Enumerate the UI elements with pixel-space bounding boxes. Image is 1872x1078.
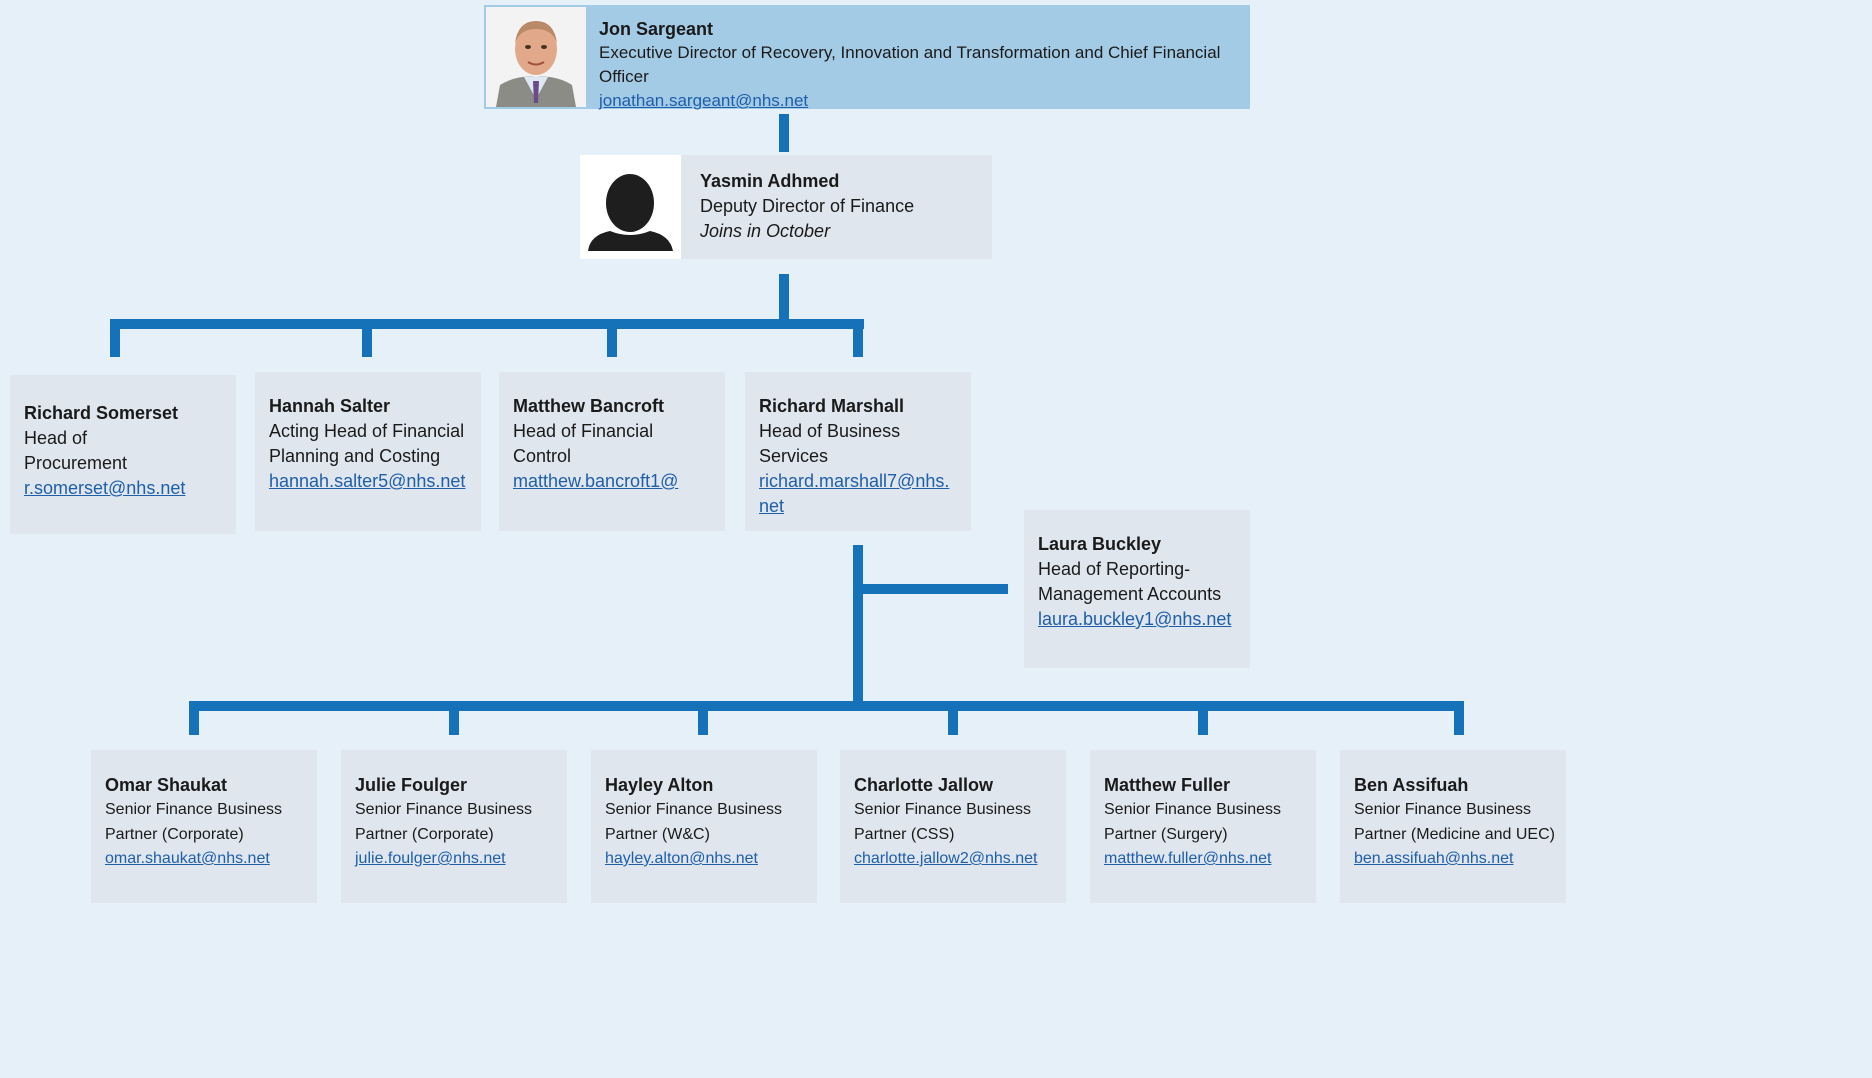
head-name: Richard Somerset (24, 403, 179, 423)
partner-name: Ben Assifuah (1354, 775, 1469, 795)
partner-card-shaukat: Omar Shaukat Senior Finance Business Par… (91, 750, 317, 903)
head-card-salter: Hannah Salter Acting Head of Financial P… (255, 372, 481, 531)
partner-email-link[interactable]: ben.assifuah@nhs.net (1354, 850, 1514, 867)
deputy-note: Joins in October (700, 221, 831, 241)
connector-head-1 (110, 319, 120, 357)
reporting-role: Head of Reporting- Management Accounts (1038, 559, 1222, 604)
partner-name: Julie Foulger (355, 775, 468, 795)
partner-role: Senior Finance Business Partner (CSS) (854, 801, 1031, 843)
head-email-link[interactable]: hannah.salter5@nhs.net (269, 471, 466, 491)
connector-heads-bar (110, 319, 864, 329)
connector-exec-deputy (779, 114, 789, 152)
head-email-link[interactable]: r.somerset@nhs.net (24, 478, 186, 498)
connector-partner-3 (698, 701, 708, 735)
partner-email-link[interactable]: charlotte.jallow2@nhs.net (854, 850, 1038, 867)
head-role: Head of Procurement (24, 428, 128, 473)
partner-role: Senior Finance Business Partner (Corpora… (105, 801, 282, 843)
partner-card-assifuah: Ben Assifuah Senior Finance Business Par… (1340, 750, 1566, 903)
partner-card-alton: Hayley Alton Senior Finance Business Par… (591, 750, 817, 903)
connector-partners-bar (189, 701, 1464, 711)
deputy-name: Yasmin Adhmed (700, 171, 840, 191)
connector-partner-1 (189, 701, 199, 735)
head-card-marshall: Richard Marshall Head of Business Servic… (745, 372, 971, 531)
partner-role: Senior Finance Business Partner (Medicin… (1354, 801, 1555, 843)
head-role: Acting Head of Financial Planning and Co… (269, 421, 465, 466)
head-card-somerset: Richard Somerset Head of Procurement r.s… (10, 375, 236, 534)
connector-partner-2 (449, 701, 459, 735)
partner-name: Matthew Fuller (1104, 775, 1231, 795)
executive-photo (486, 7, 586, 107)
partner-email-link[interactable]: matthew.fuller@nhs.net (1104, 850, 1272, 867)
head-role: Head of Financial Control (513, 421, 654, 466)
partner-email-link[interactable]: julie.foulger@nhs.net (355, 850, 506, 867)
executive-card: Jon Sargeant Executive Director of Recov… (484, 5, 1250, 110)
reporting-email-link[interactable]: laura.buckley1@nhs.net (1038, 609, 1232, 629)
person-silhouette-icon (580, 155, 681, 259)
connector-partner-6 (1454, 701, 1464, 735)
partner-name: Omar Shaukat (105, 775, 228, 795)
partner-card-jallow: Charlotte Jallow Senior Finance Business… (840, 750, 1066, 903)
executive-name: Jon Sargeant (599, 19, 714, 39)
partner-role: Senior Finance Business Partner (W&C) (605, 801, 782, 843)
partner-email-link[interactable]: hayley.alton@nhs.net (605, 850, 758, 867)
partner-name: Charlotte Jallow (854, 775, 994, 795)
connector-head-3 (607, 319, 617, 357)
connector-marshall-down (853, 545, 863, 708)
connector-deputy-down (779, 274, 789, 324)
executive-role: Executive Director of Recovery, Innovati… (599, 43, 1221, 86)
head-email-link[interactable]: matthew.bancroft1@ (513, 471, 679, 491)
connector-partner-5 (1198, 701, 1208, 735)
connector-head-4 (853, 319, 863, 357)
head-role: Head of Business Services (759, 421, 901, 466)
connector-head-2 (362, 319, 372, 357)
partner-name: Hayley Alton (605, 775, 714, 795)
head-email-link[interactable]: richard.marshall7@nhs.net (759, 471, 950, 516)
partner-email-link[interactable]: omar.shaukat@nhs.net (105, 850, 270, 867)
connector-reporting (853, 584, 1008, 594)
deputy-card: Yasmin Adhmed Deputy Director of Finance… (580, 155, 992, 259)
reporting-card: Laura Buckley Head of Reporting- Managem… (1024, 510, 1250, 668)
head-name: Hannah Salter (269, 396, 391, 416)
partner-card-foulger: Julie Foulger Senior Finance Business Pa… (341, 750, 567, 903)
org-chart: Jon Sargeant Executive Director of Recov… (10, 5, 1566, 903)
executive-email-link[interactable]: jonathan.sargeant@nhs.net (599, 91, 809, 110)
partner-role: Senior Finance Business Partner (Corpora… (355, 801, 532, 843)
partner-role: Senior Finance Business Partner (Surgery… (1104, 801, 1281, 843)
head-name: Matthew Bancroft (513, 396, 665, 416)
reporting-name: Laura Buckley (1038, 534, 1162, 554)
head-name: Richard Marshall (759, 396, 905, 416)
connector-partner-4 (948, 701, 958, 735)
partner-card-fuller: Matthew Fuller Senior Finance Business P… (1090, 750, 1316, 903)
head-card-bancroft: Matthew Bancroft Head of Financial Contr… (499, 372, 725, 531)
deputy-role: Deputy Director of Finance (700, 196, 915, 216)
